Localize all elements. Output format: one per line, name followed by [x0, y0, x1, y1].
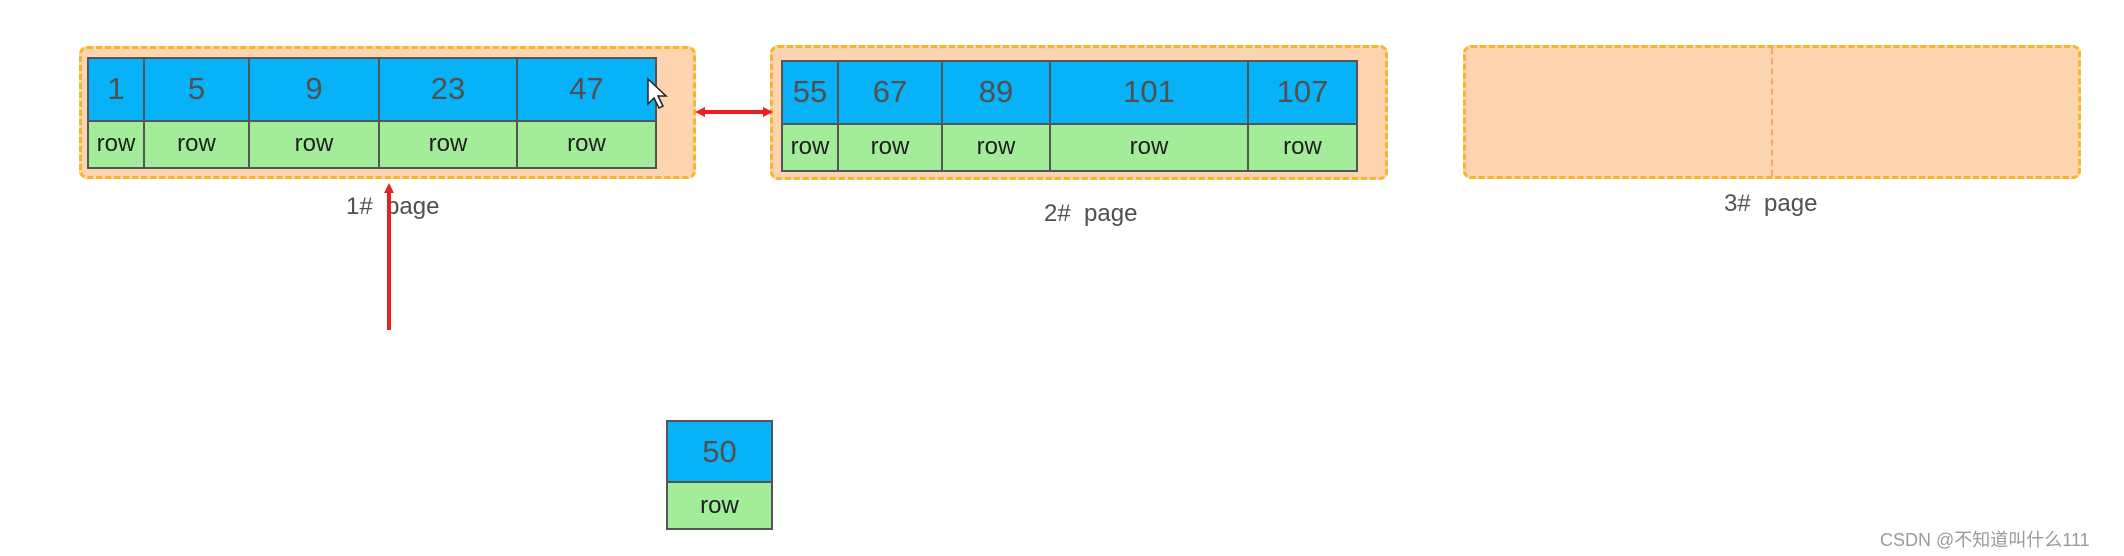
record-key: 23 — [380, 59, 516, 122]
record-row: row — [89, 121, 143, 167]
page-1-record-table: 1 row 5 row 9 row 23 row 47 row — [87, 57, 657, 169]
record-107: 107 row — [1249, 62, 1356, 170]
record-23: 23 row — [380, 59, 518, 167]
record-key: 47 — [518, 59, 655, 122]
record-1: 1 row — [89, 59, 145, 167]
watermark: CSDN @不知道叫什么111 — [1880, 530, 2090, 550]
new-record: 50 row — [666, 420, 773, 530]
record-key: 5 — [145, 59, 248, 122]
record-row: row — [1051, 124, 1247, 170]
record-key: 50 — [668, 422, 771, 483]
record-47: 47 row — [518, 59, 655, 167]
record-row: row — [668, 483, 771, 528]
record-55: 55 row — [783, 62, 839, 170]
record-row: row — [943, 124, 1049, 170]
page-2-record-table: 55 row 67 row 89 row 101 row 107 row — [781, 60, 1358, 172]
page-1-label: 1# page — [346, 193, 440, 220]
record-row: row — [145, 121, 248, 167]
record-67: 67 row — [839, 62, 943, 170]
record-row: row — [518, 121, 655, 167]
record-key: 101 — [1051, 62, 1247, 125]
record-key: 55 — [783, 62, 837, 125]
record-101: 101 row — [1051, 62, 1249, 170]
page-3-divider — [1771, 48, 1773, 176]
page-2-label: 2# page — [1044, 200, 1138, 227]
record-row: row — [839, 124, 941, 170]
record-key: 1 — [89, 59, 143, 122]
record-key: 107 — [1249, 62, 1356, 125]
record-5: 5 row — [145, 59, 250, 167]
record-89: 89 row — [943, 62, 1051, 170]
record-9: 9 row — [250, 59, 380, 167]
record-key: 67 — [839, 62, 941, 125]
page-3-label: 3# page — [1724, 190, 1818, 217]
record-row: row — [783, 124, 837, 170]
record-row: row — [1249, 124, 1356, 170]
record-key: 89 — [943, 62, 1049, 125]
record-row: row — [250, 121, 378, 167]
record-key: 9 — [250, 59, 378, 122]
record-row: row — [380, 121, 516, 167]
record-50: 50 row — [668, 422, 771, 528]
